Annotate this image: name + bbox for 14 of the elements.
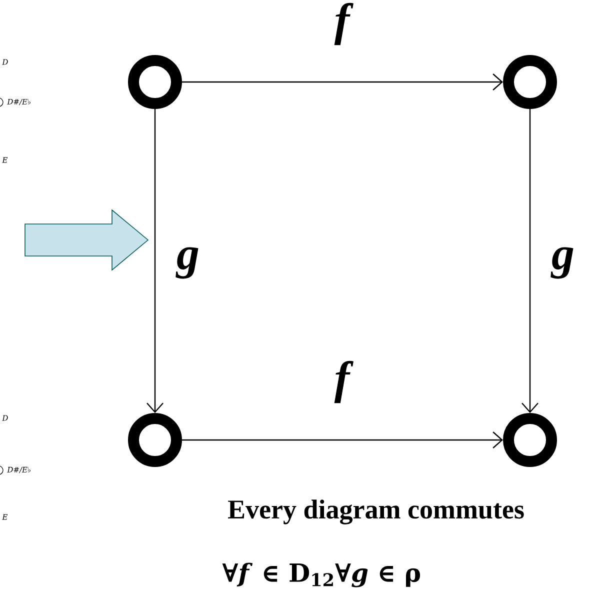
edge-label: f xyxy=(334,360,354,404)
formula-text: ∀f ∈ D$_{12}$∀g ∈ ρ xyxy=(222,562,420,588)
ring xyxy=(503,413,557,467)
arrow xyxy=(522,109,538,413)
edge-label: g xyxy=(176,247,198,279)
ring xyxy=(128,413,182,467)
ring xyxy=(128,55,182,109)
edge-label: f xyxy=(334,2,354,46)
arrow xyxy=(146,109,164,413)
ring xyxy=(503,55,557,109)
arrow xyxy=(182,432,503,448)
arrow xyxy=(182,74,503,90)
caption: Every diagram commutes xyxy=(228,500,524,524)
edge-label: g xyxy=(550,247,574,279)
